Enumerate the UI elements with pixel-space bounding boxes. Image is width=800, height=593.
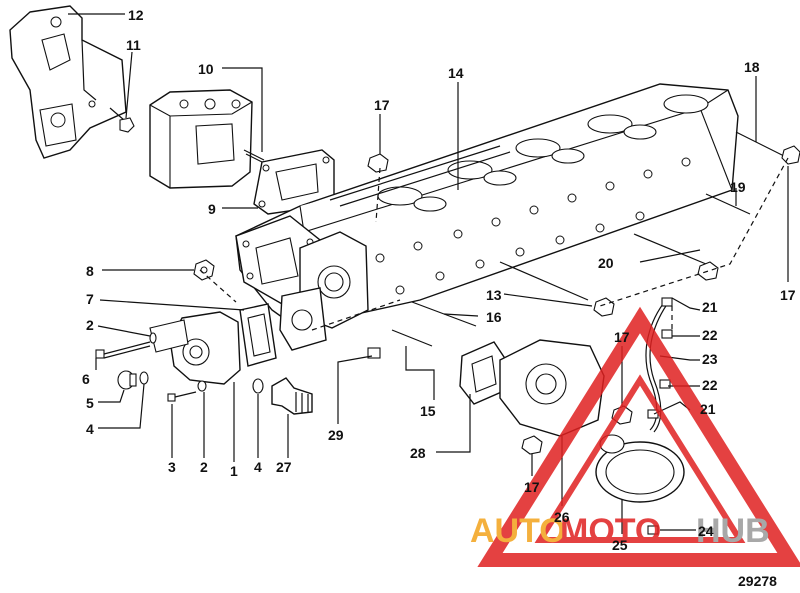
label-part-17-lower: 17 [524, 479, 540, 495]
plug-5 [117, 370, 149, 390]
label-part-15: 15 [420, 403, 436, 419]
brand-prefix: AUTO [470, 512, 566, 550]
manifold-end-flange [235, 215, 369, 351]
bolt-6 [95, 341, 151, 359]
manifold-ports [377, 94, 709, 212]
elbow-housing [149, 311, 241, 385]
label-part-23: 23 [702, 351, 718, 367]
label-part-14: 14 [448, 65, 464, 81]
label-part-29: 29 [328, 427, 344, 443]
label-part-7: 7 [86, 291, 94, 307]
o-ring-4 [252, 378, 264, 394]
elbow-26 [499, 339, 605, 437]
label-part-27: 27 [276, 459, 292, 475]
housing-block [149, 89, 253, 189]
brand-suffix: HUB [696, 512, 770, 550]
nut-8 [193, 259, 215, 281]
label-part-9: 9 [208, 201, 216, 217]
label-part-22-lower: 22 [702, 377, 718, 393]
label-part-17-top: 17 [374, 97, 390, 113]
label-part-20: 20 [598, 255, 614, 271]
label-part-25: 25 [612, 537, 628, 553]
label-part-16: 16 [486, 309, 502, 325]
label-part-24: 24 [698, 523, 714, 539]
label-part-6: 6 [82, 371, 90, 387]
label-part-19: 19 [730, 179, 746, 195]
label-part-1: 1 [230, 463, 238, 479]
label-part-17-mid: 17 [614, 329, 630, 345]
stud-10 [243, 149, 265, 163]
label-part-18: 18 [744, 59, 760, 75]
part-number-labels: 12 11 10 14 18 17 19 9 20 8 17 13 7 21 1… [82, 7, 796, 553]
warning-triangle-logo [477, 306, 800, 567]
mounting-bracket [9, 5, 127, 159]
bolt-3 [167, 391, 197, 402]
washer-2b [197, 380, 207, 392]
label-part-11: 11 [126, 37, 141, 53]
label-part-17-right: 17 [780, 287, 796, 303]
label-part-26: 26 [554, 509, 570, 525]
plug-29 [367, 347, 381, 359]
label-part-22-upper: 22 [702, 327, 718, 343]
washer-2a [149, 332, 157, 344]
sender-27 [271, 377, 313, 415]
label-part-2-lower: 2 [200, 459, 208, 475]
assembly-paths [199, 157, 789, 331]
gasket-28 [459, 341, 507, 405]
nuts-17 [367, 145, 800, 455]
label-part-2-upper: 2 [86, 317, 94, 333]
label-part-10: 10 [198, 61, 214, 77]
manifold-bolt-holes [375, 157, 691, 295]
label-part-12: 12 [128, 7, 144, 23]
gasket-9 [253, 149, 335, 215]
brand-middle: MOTO [560, 512, 661, 550]
label-part-21-upper: 21 [702, 299, 718, 315]
figure-number: 29278 [738, 573, 777, 589]
valve-25 [595, 434, 685, 503]
label-part-5: 5 [86, 395, 94, 411]
label-part-4-right: 4 [254, 459, 262, 475]
label-part-4-left: 4 [86, 421, 94, 437]
fittings [647, 297, 673, 535]
label-part-28: 28 [410, 445, 426, 461]
label-part-3: 3 [168, 459, 176, 475]
automotohub-watermark: AUTO MOTO HUB [470, 306, 800, 567]
leader-lines [68, 13, 789, 534]
gasket-7 [239, 303, 277, 367]
label-part-13: 13 [486, 287, 502, 303]
studs [391, 131, 789, 347]
label-part-8: 8 [86, 263, 94, 279]
label-part-21-lower: 21 [700, 401, 716, 417]
bolt-11 [109, 107, 135, 133]
